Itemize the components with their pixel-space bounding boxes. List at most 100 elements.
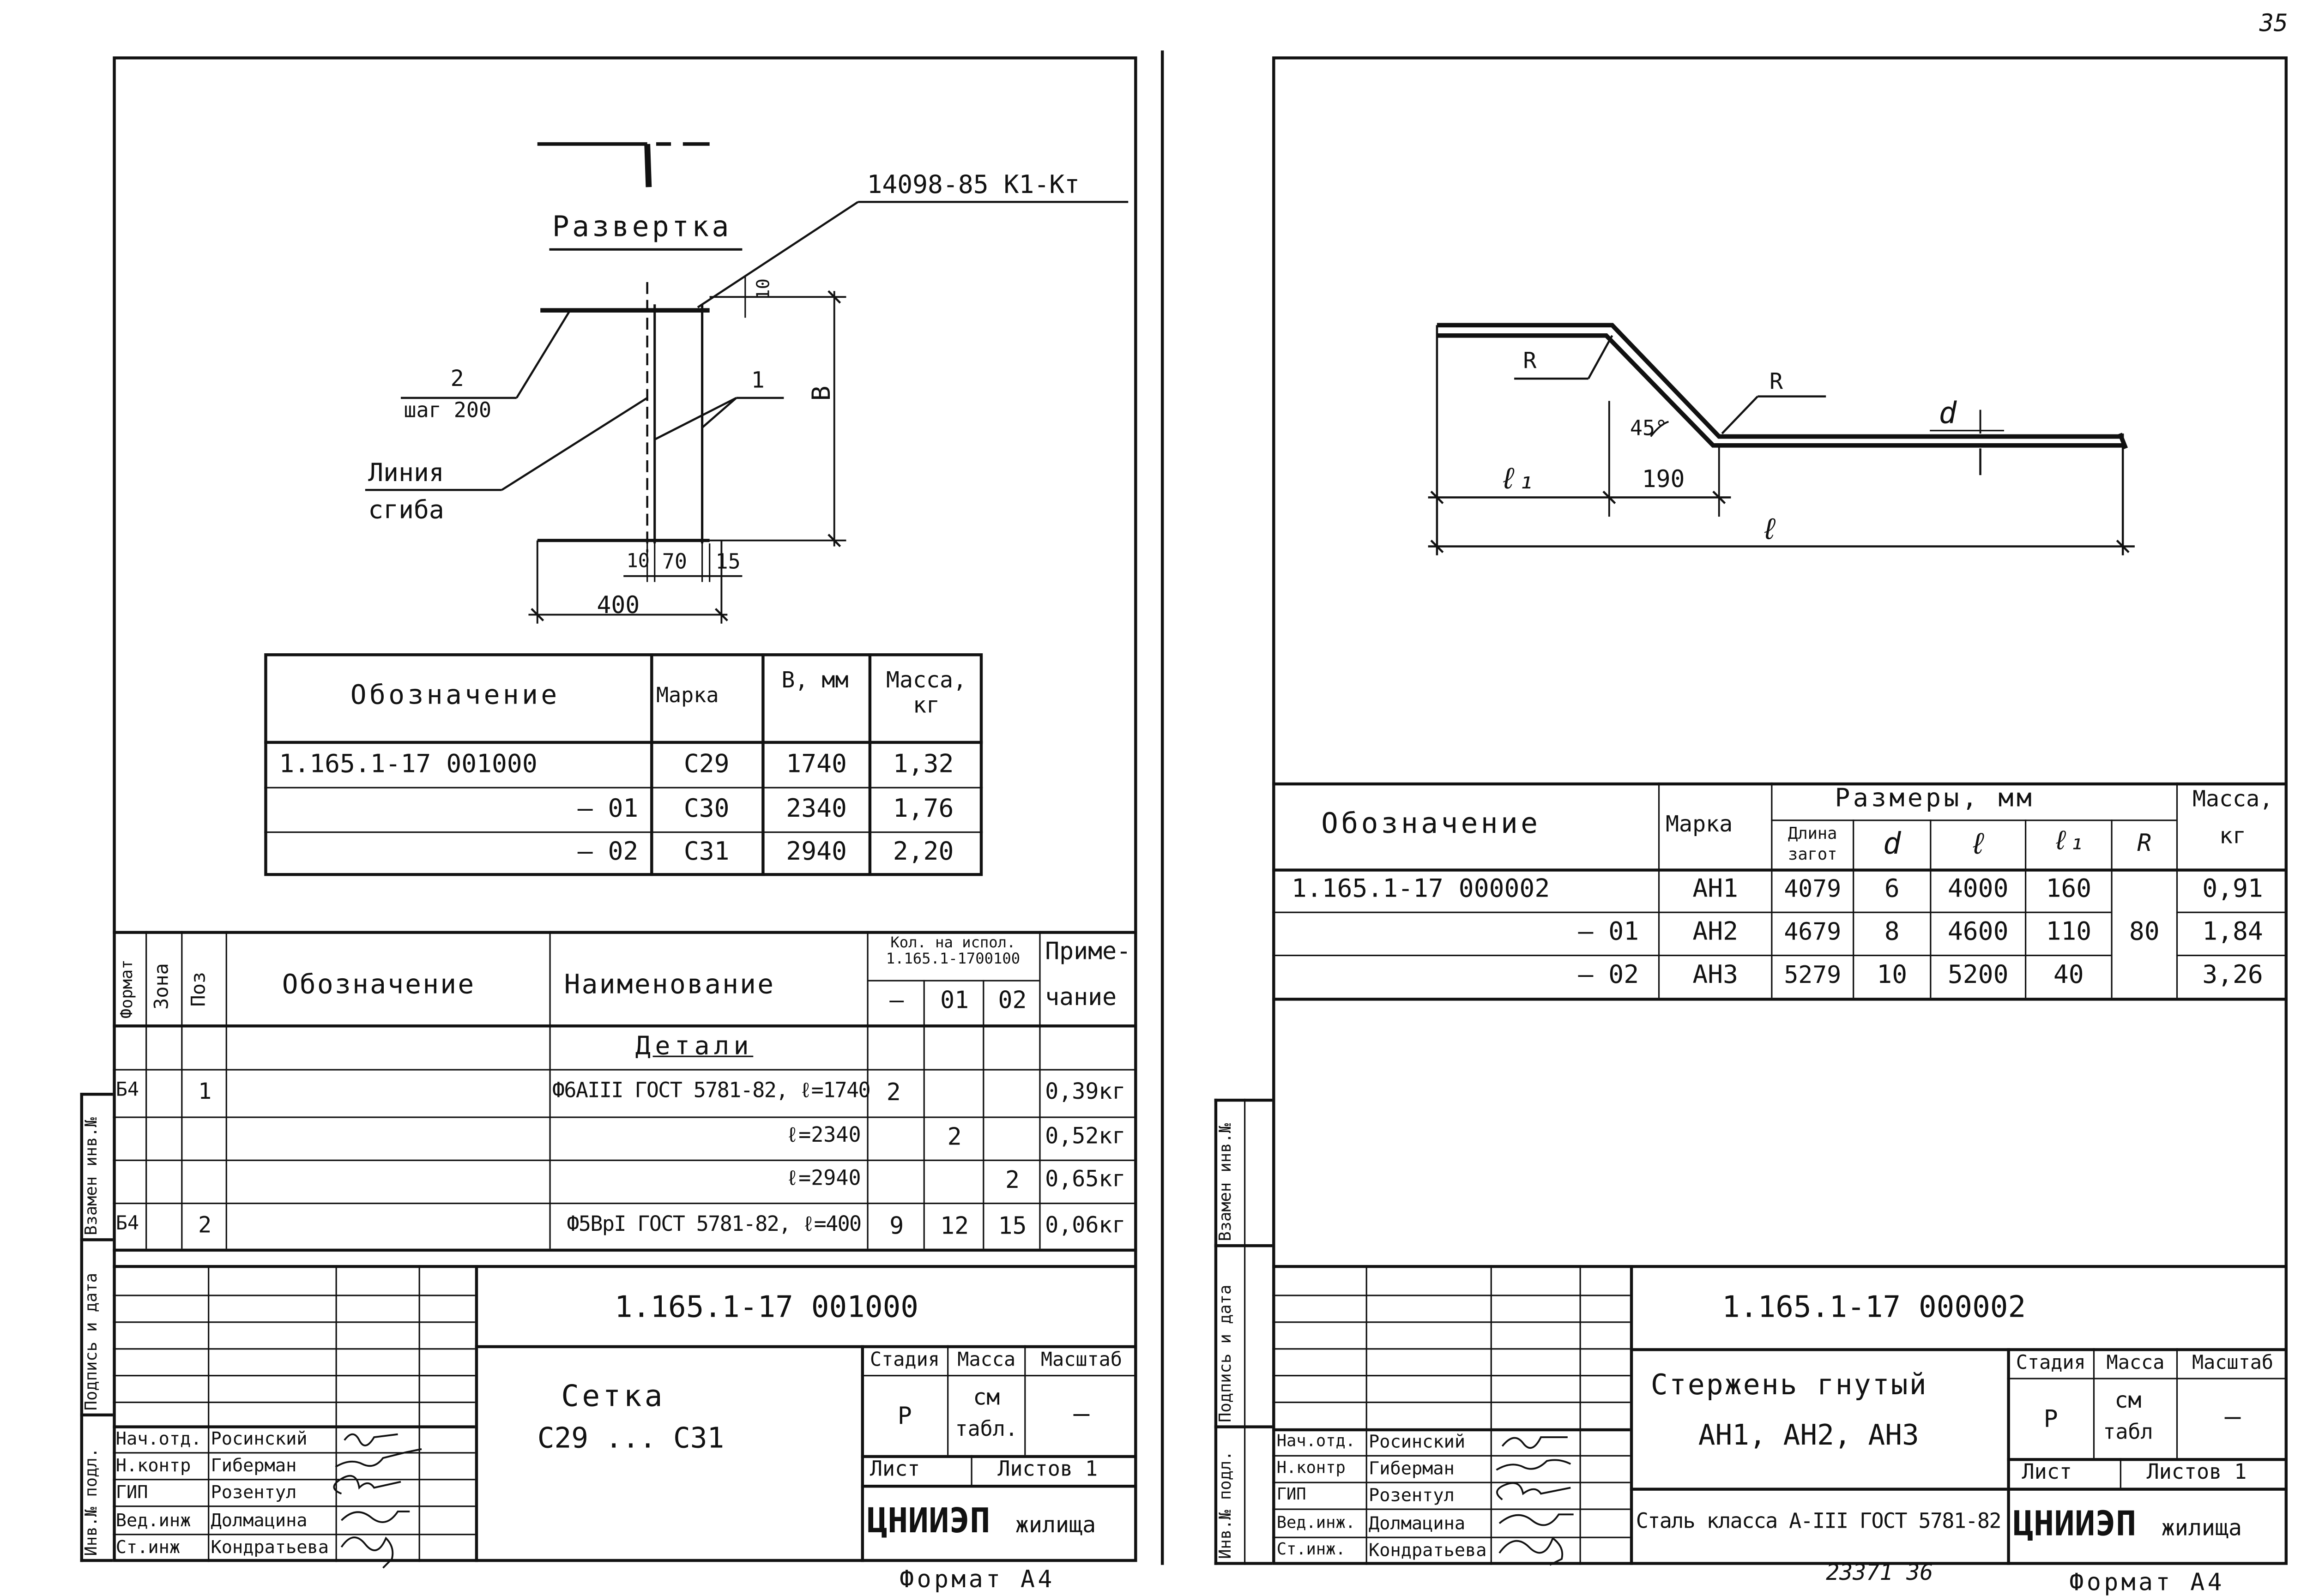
steel-grade: Сталь класса А-III ГОСТ 5781-82: [1636, 1510, 2002, 1534]
sheet-separator: [1160, 50, 1164, 1565]
size-table-header-bottom: [1272, 868, 2288, 872]
size-table-mass: 1,84: [2202, 917, 2263, 947]
mark-table-col: [868, 653, 872, 876]
spec-row-note: 0,52кг: [1045, 1122, 1126, 1150]
title-block-row: [113, 1401, 475, 1403]
bend-line-label-2: сгиба: [368, 496, 444, 526]
spec-row: [113, 1069, 1137, 1071]
mark-table-header-b: В, мм: [781, 666, 849, 693]
size-table-row: [2176, 954, 2288, 957]
title-block-col: [971, 1455, 972, 1485]
title-block-col: [1630, 1265, 1633, 1565]
title-block-row: [113, 1452, 475, 1454]
title-block-row: [113, 1348, 475, 1350]
sheets-label: Листов 1: [997, 1458, 1098, 1482]
size-table-header-sizes: Размеры, мм: [1835, 784, 2035, 814]
spec-col: [1039, 931, 1041, 1249]
leader-1-label: 1: [751, 367, 765, 394]
spec-row-qty: 2: [886, 1078, 901, 1106]
size-table-row: [1272, 911, 2111, 913]
right-side-stamp-divider: [1214, 1244, 1273, 1247]
l-label: ℓ: [1760, 511, 1779, 547]
title-block-row: [113, 1321, 475, 1323]
mark-table-b: 2340: [786, 794, 847, 824]
radius-label-2: R: [1770, 368, 1783, 395]
signer-role: Нач.отд.: [1276, 1431, 1356, 1451]
right-side-stamp-divider: [1244, 1098, 1246, 1565]
spec-header-qty-dash: —: [889, 986, 904, 1014]
title-block-col: [1490, 1265, 1492, 1565]
size-table-mass: 3,26: [2202, 960, 2263, 991]
sheets-label: Листов 1: [2146, 1461, 2247, 1485]
mark-table-header-mark: Марка: [656, 684, 719, 709]
size-table-designation: 1.165.1-17 000002: [1291, 874, 1550, 904]
spec-row: [113, 1202, 1137, 1205]
mark-table-row: [264, 787, 983, 789]
size-table-col: [1771, 782, 1773, 998]
size-table-d: 6: [1884, 874, 1900, 904]
spec-row-format: Б4: [115, 1079, 139, 1102]
spec-row-qty: 2: [947, 1122, 962, 1151]
organization-sub: жилища: [1015, 1511, 1096, 1538]
size-table-l: 4600: [1947, 917, 2009, 947]
dimension-70: 70: [662, 551, 688, 575]
spec-row: [113, 1159, 1137, 1161]
title-block-row: [1272, 1295, 1630, 1296]
left-signatures: [333, 1433, 422, 1569]
title-block-col: [2007, 1348, 2010, 1565]
gost-reference: 14098-85 К1-Кт: [867, 170, 1080, 201]
size-table-designation: – 02: [1578, 960, 1639, 991]
left-sheet-frame: [113, 56, 1137, 1562]
title-block-top: [113, 1265, 1137, 1268]
size-table-header-l1: ℓ₁: [2053, 825, 2085, 857]
size-table-col: [1930, 819, 1932, 998]
signer-name: Долмацина: [211, 1510, 308, 1531]
title-block-col: [1365, 1265, 1367, 1565]
signer-name: Гиберман: [1369, 1458, 1455, 1479]
page-number: 35: [2259, 9, 2288, 37]
sheet-label: Лист: [2022, 1461, 2072, 1485]
signer-role: ГИП: [1276, 1485, 1306, 1504]
title-block-col: [208, 1265, 210, 1562]
signer-role: Ст.инж: [115, 1536, 181, 1558]
scale-value: —: [1073, 1398, 1090, 1430]
size-table-row: [1272, 954, 2111, 957]
size-table-header-mass-2: кг: [2219, 822, 2247, 849]
spec-col: [181, 931, 183, 1249]
l1-label: ℓ₁: [1499, 460, 1535, 496]
scale-value: —: [2224, 1401, 2241, 1433]
mark-table-mass: 1,76: [893, 794, 954, 824]
size-table-blank: 4679: [1784, 917, 1842, 946]
spec-header-qty-02: 02: [998, 986, 1027, 1014]
spec-row-qty: 12: [940, 1211, 969, 1240]
size-table-mark: АН3: [1692, 960, 1739, 991]
mark-table-designation: 1.165.1-17 001000: [279, 750, 538, 780]
size-table-header-mass-1: Масса,: [2192, 785, 2273, 813]
spec-row-note: 0,65кг: [1045, 1165, 1126, 1192]
title-block-col: [861, 1345, 864, 1562]
mark-table-row: [264, 741, 983, 744]
organization-name: ЦНИИЭП: [867, 1502, 990, 1542]
size-table-l: 4000: [1947, 874, 2009, 904]
title-block-row: [113, 1479, 475, 1481]
spec-header-designation: Обозначение: [282, 970, 476, 1001]
size-table-bottom: [1272, 998, 2288, 1001]
spec-row-pos: 2: [198, 1211, 212, 1239]
size-table-d: 8: [1884, 917, 1900, 947]
mark-table: [264, 653, 983, 876]
signer-name: Розентул: [211, 1482, 297, 1503]
spec-qty-divider: [867, 980, 1039, 982]
spec-row: [113, 1116, 1137, 1118]
title-block-row: [1272, 1401, 1630, 1403]
spec-bottom: [113, 1248, 1137, 1252]
size-table-mass: 0,91: [2202, 874, 2263, 904]
spec-header-bottom: [113, 1024, 1137, 1028]
size-table-top: [1272, 782, 2288, 786]
spec-col: [923, 980, 925, 1249]
title-block-row: [113, 1375, 475, 1377]
spec-col: [983, 980, 984, 1249]
mass-value-1: см: [2114, 1386, 2142, 1414]
size-table-row: [2176, 911, 2288, 913]
signer-role: ГИП: [115, 1482, 148, 1503]
signer-name: Росинский: [211, 1428, 308, 1449]
